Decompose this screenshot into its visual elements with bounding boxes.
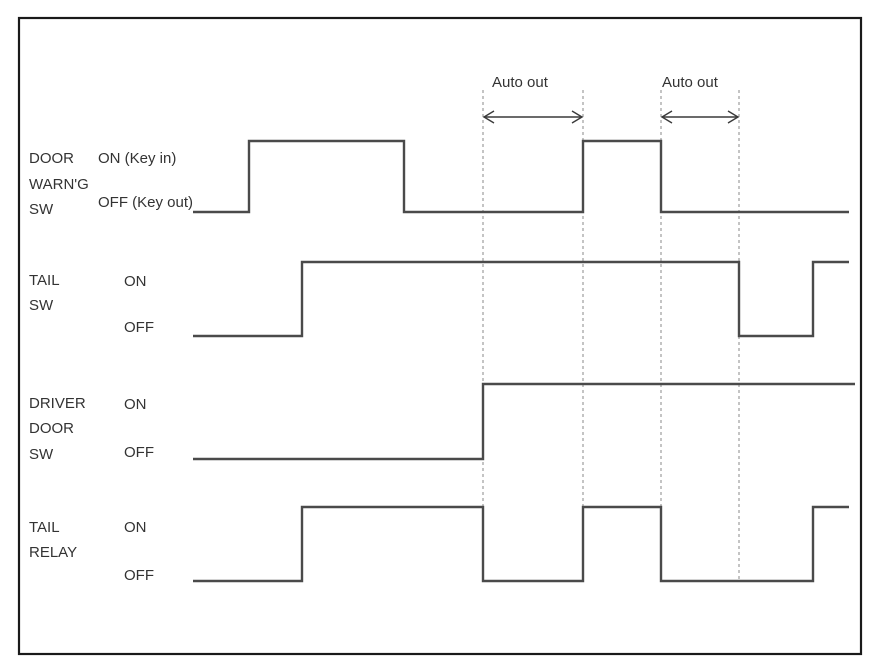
signal-name-door-warning-sw-line-1: DOOR <box>29 150 74 167</box>
signal-name-driver-door-sw-line-1: DRIVER <box>29 395 86 412</box>
driver-door-sw-off-label: OFF <box>124 444 154 461</box>
signal-name-tail-relay-line-1: TAIL <box>29 519 60 536</box>
driver-door-sw-on-label: ON <box>124 396 147 413</box>
auto-out-label-1: Auto out <box>492 74 549 91</box>
door-warning-sw-waveform <box>193 139 849 214</box>
auto-out-arrow-2 <box>660 110 740 124</box>
auto-out-label-2: Auto out <box>662 74 719 91</box>
tail-sw-waveform <box>193 260 849 338</box>
tail-sw-on-label: ON <box>124 273 147 290</box>
door-warning-sw-off-label: OFF (Key out) <box>98 194 193 211</box>
diagram-frame <box>17 16 863 656</box>
signal-name-driver-door-sw-line-3: SW <box>29 446 54 463</box>
signal-name-tail-relay-line-2: RELAY <box>29 544 77 561</box>
tail-relay-on-label: ON <box>124 519 147 536</box>
signal-name-tail-sw-line-1: TAIL <box>29 272 60 289</box>
tail-relay-waveform <box>193 505 849 583</box>
tail-relay-off-label: OFF <box>124 567 154 584</box>
signal-name-door-warning-sw-line-3: SW <box>29 201 54 218</box>
signal-name-door-warning-sw-line-2: WARN'G <box>29 176 89 193</box>
driver-door-sw-waveform <box>193 382 855 461</box>
tail-sw-off-label: OFF <box>124 319 154 336</box>
signal-name-driver-door-sw-line-2: DOOR <box>29 420 74 437</box>
signal-name-tail-sw-line-2: SW <box>29 297 54 314</box>
auto-out-arrow-1 <box>482 110 584 124</box>
door-warning-sw-on-label: ON (Key in) <box>98 150 176 167</box>
